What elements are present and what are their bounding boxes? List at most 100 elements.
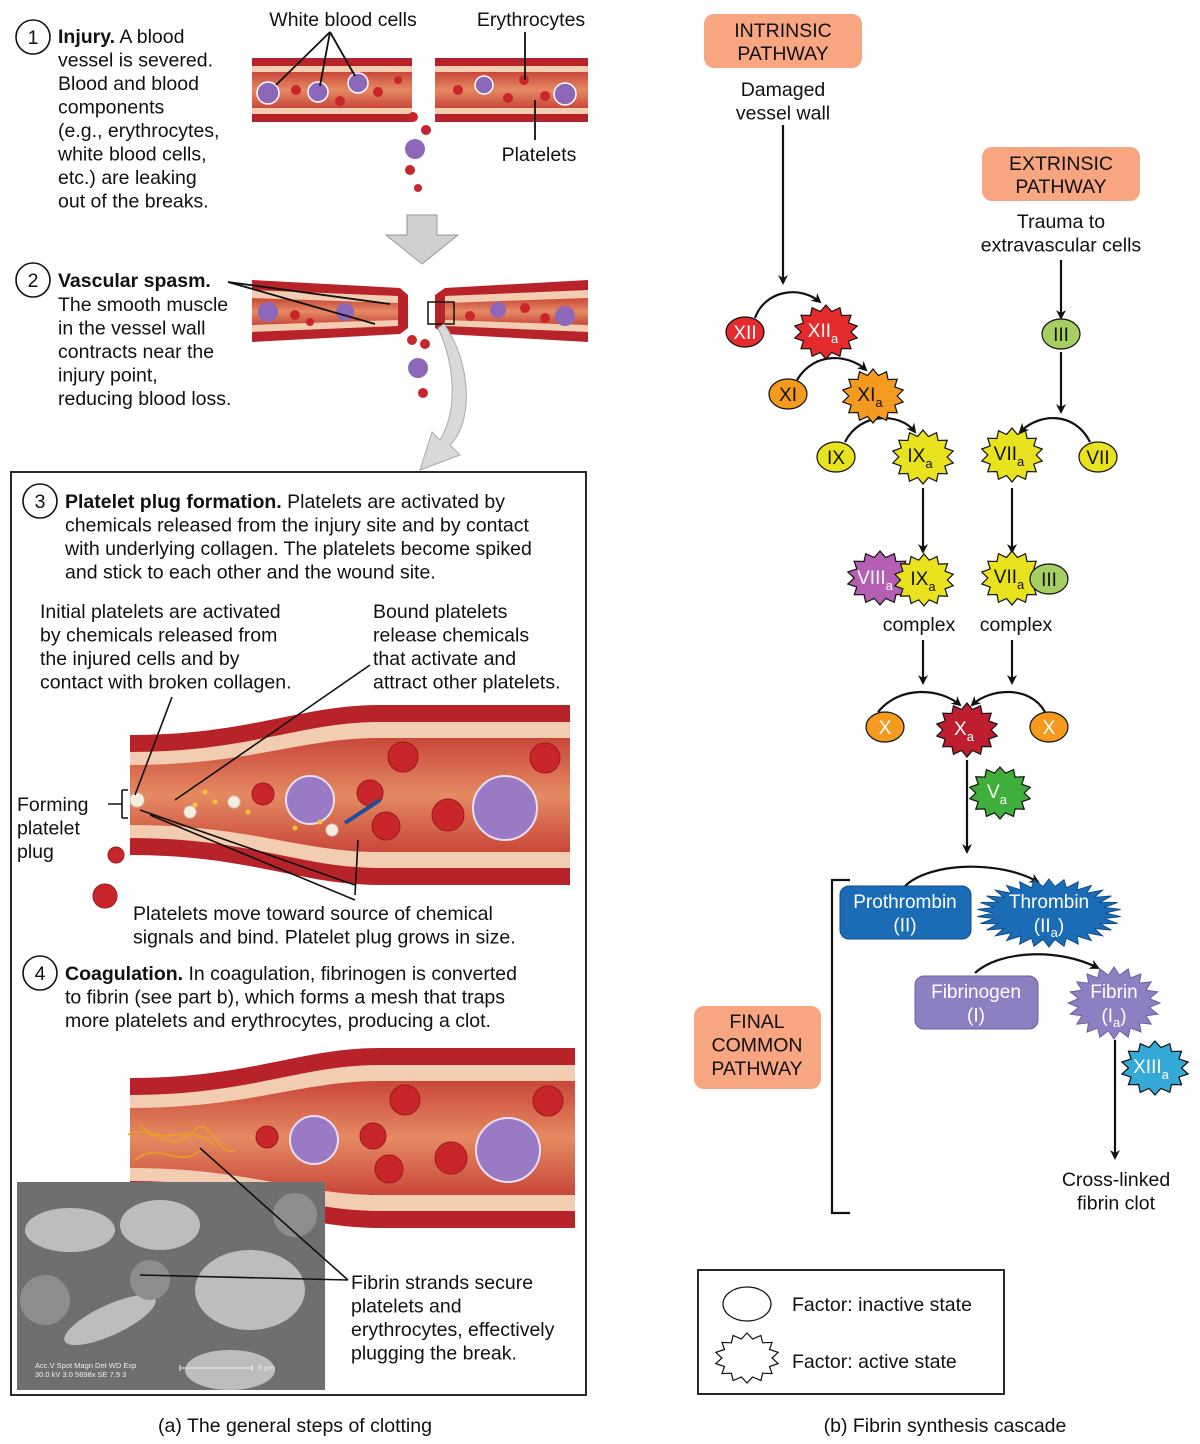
factor-viiia-complex: VIIIa — [846, 550, 914, 606]
text-line: FINAL — [729, 1011, 784, 1033]
svg-text:(IIa): (IIa) — [1034, 916, 1064, 940]
text-line: PATHWAY — [737, 43, 828, 65]
label-platelets: Platelets — [502, 144, 577, 166]
svg-text:Xa: Xa — [954, 719, 975, 744]
active-factor-shape — [793, 304, 859, 360]
text-line: vessel wall — [736, 103, 830, 125]
svg-text:VIIa: VIIa — [994, 444, 1025, 469]
step3-text: chemicals released from the injury site … — [64, 515, 532, 584]
text-line: Platelets move toward source of chemical — [133, 903, 493, 925]
text-line: PATHWAY — [711, 1058, 802, 1080]
text-line: platelets and — [351, 1296, 462, 1318]
text-line: Cross-linked — [1062, 1169, 1170, 1191]
text-line: PATHWAY — [1015, 176, 1106, 198]
text-line: (II) — [893, 916, 916, 937]
step-number: 4 — [35, 963, 46, 985]
factor-xa: Xa — [935, 702, 999, 758]
fibrin: Fibrin (Ia) — [1066, 966, 1162, 1040]
micrograph-info-2: 30.0 kV 3.0 5698x SE 7.9 3 — [35, 1370, 126, 1379]
svg-text:XIIa: XIIa — [808, 321, 839, 346]
step3: 3 Platelet plug formation. Platelets are… — [22, 483, 532, 584]
svg-text:X: X — [1043, 718, 1056, 739]
svg-text:IXa: IXa — [910, 569, 936, 594]
text-line: plug — [17, 841, 54, 863]
thrombin: Thrombin (IIa) — [977, 878, 1121, 948]
down-arrow-icon — [384, 214, 460, 265]
prothrombin: Prothrombin (II) — [839, 885, 972, 940]
step-number-badge — [15, 262, 51, 298]
text-line: contact with broken collagen. — [40, 672, 291, 694]
cascade-arrows — [753, 125, 1120, 1215]
leaking-white-cell — [405, 139, 425, 159]
svg-text:III: III — [1041, 570, 1057, 591]
text-line: Fibrin strands secure — [351, 1272, 533, 1294]
factor-viia-complex: VIIa — [980, 550, 1044, 606]
text-line: Initial platelets are activated — [40, 601, 281, 623]
active-factor-shape — [1066, 966, 1162, 1040]
text-line: injury point, — [58, 365, 158, 387]
step3-heading: Platelet plug formation. Platelets are a… — [65, 491, 505, 513]
text-line: that activate and — [373, 648, 516, 670]
white-blood-cells — [256, 72, 577, 106]
complex-label-intrinsic: complex — [883, 614, 956, 636]
text-line: Trauma to — [1017, 211, 1105, 233]
label-erythrocytes: Erythrocytes — [477, 9, 586, 31]
legend-active: Factor: active state — [792, 1351, 957, 1373]
text-line: Forming — [17, 794, 89, 816]
step-number-badge — [15, 19, 51, 55]
factor-iii: III — [1041, 318, 1081, 350]
step4-heading: Coagulation. In coagulation, fibrinogen … — [65, 963, 517, 985]
factor-x-left: X — [865, 711, 905, 743]
svg-text:XI: XI — [779, 385, 797, 406]
text-line: out of the breaks. — [58, 191, 209, 213]
svg-text:IX: IX — [827, 448, 845, 469]
text-line: contracts near the — [58, 341, 214, 363]
text-line: Prothrombin — [853, 892, 957, 913]
text-line: with underlying collagen. The platelets … — [64, 538, 532, 560]
factor-x-right: X — [1029, 711, 1069, 743]
text-line: chemicals released from the injury site … — [65, 515, 529, 537]
text-line: EXTRINSIC — [1009, 153, 1113, 175]
svg-text:XIIIa: XIIIa — [1133, 1057, 1170, 1082]
text-line: Blood and blood — [58, 73, 199, 95]
text-line: the injured cells and by — [40, 648, 240, 670]
text-line: vessel is severed. — [58, 50, 213, 72]
svg-text:VIIIa: VIIIa — [857, 568, 894, 593]
active-factor-shape — [980, 550, 1044, 606]
step-number-badge — [22, 483, 58, 519]
active-factor-shape — [980, 427, 1044, 483]
text-line: The smooth muscle — [58, 294, 228, 316]
zoom-arrow-icon — [419, 323, 467, 471]
factor-xiiia: XIIIa — [1120, 1040, 1190, 1096]
active-factor-shape — [891, 429, 955, 485]
text-line: more platelets and erythrocytes, produci… — [65, 1010, 491, 1032]
text-line: by chemicals released from — [40, 625, 277, 647]
text-line: Damaged — [741, 79, 826, 101]
text-line: release chemicals — [373, 625, 529, 647]
label-lines — [275, 31, 536, 140]
text-line: plugging the break. — [351, 1343, 517, 1365]
step-number: 3 — [35, 491, 46, 513]
svg-text:Fibrinogen(I): Fibrinogen(I) — [931, 982, 1021, 1027]
factor-viia: VIIa — [980, 427, 1044, 483]
svg-text:Thrombin: Thrombin — [1009, 892, 1089, 913]
factor-ixa-complex: IXa — [893, 553, 955, 607]
step1: 1 Injury. A blood vessel is severed.Bloo… — [15, 19, 219, 213]
text-line: INTRINSIC — [734, 20, 832, 42]
factor-xia: XIa — [841, 368, 905, 424]
svg-text:III: III — [1053, 325, 1069, 346]
svg-text:Fibrin: Fibrin — [1090, 982, 1138, 1003]
svg-text:(Ia): (Ia) — [1101, 1006, 1126, 1030]
active-factor-icon — [714, 1332, 780, 1384]
text-line: (I) — [967, 1006, 985, 1027]
caption-b: (b) Fibrin synthesis cascade — [824, 1415, 1067, 1437]
legend-inactive: Factor: inactive state — [792, 1294, 972, 1316]
factor-xii: XII — [725, 316, 765, 348]
spasm-vessel — [227, 280, 588, 471]
